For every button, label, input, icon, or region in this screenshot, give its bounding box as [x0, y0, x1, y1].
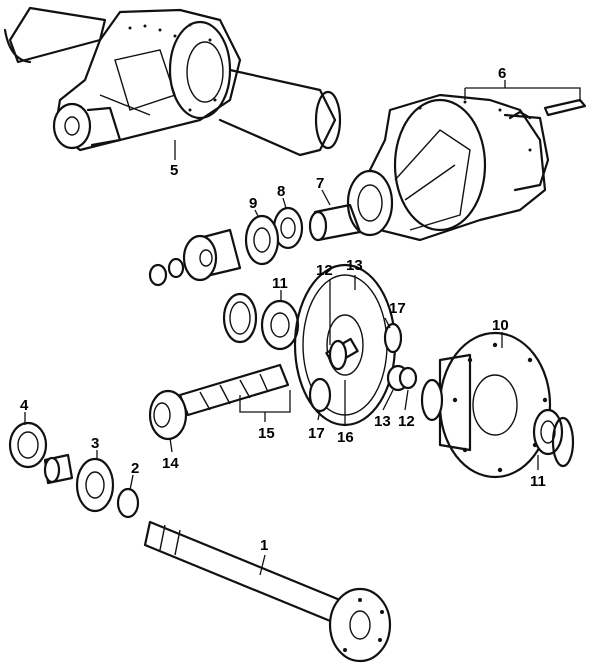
callout-17-upper: 17: [389, 300, 406, 317]
callout-11-lower: 11: [530, 473, 546, 490]
callout-4: 4: [20, 397, 29, 414]
axle-shaft: [143, 520, 392, 663]
callout-17-lower: 17: [308, 425, 325, 442]
callout-9: 9: [249, 195, 257, 212]
axle-bearings: [8, 412, 140, 519]
callout-1: 1: [260, 537, 268, 554]
callout-13-lower: 13: [374, 413, 391, 430]
callout-6: 6: [498, 65, 506, 82]
differential-case: [420, 331, 575, 479]
callout-3: 3: [91, 435, 99, 452]
callout-labels: 1 2 3 4 5 6 7 8 9 10 11 11 12 12 13 13 1…: [20, 65, 546, 554]
callout-2: 2: [131, 460, 139, 477]
callout-12-upper: 12: [316, 262, 333, 279]
callout-14: 14: [162, 455, 179, 472]
pinion-bearing-stack: [148, 189, 362, 287]
side-bearing-upper: [222, 290, 300, 351]
callout-7: 7: [316, 175, 324, 192]
callout-16: 16: [337, 429, 354, 446]
callout-5: 5: [170, 162, 178, 179]
pinion-shaft: [148, 363, 291, 453]
ring-gear-assembly: [293, 263, 418, 427]
callout-10: 10: [492, 317, 509, 334]
callout-8: 8: [277, 183, 285, 200]
callout-15: 15: [258, 425, 275, 442]
callout-13-upper: 13: [346, 257, 363, 274]
callout-12-lower: 12: [398, 413, 415, 430]
differential-carrier: [346, 80, 587, 242]
callout-11-upper: 11: [272, 275, 288, 292]
axle-housing: [3, 6, 342, 160]
